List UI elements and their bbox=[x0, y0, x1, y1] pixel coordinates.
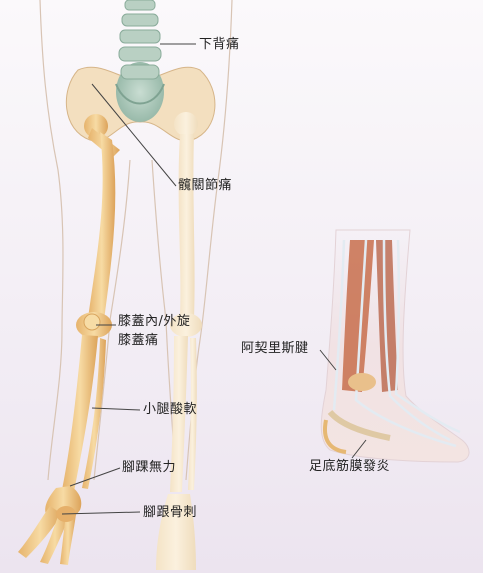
label-heel: 腳跟骨刺 bbox=[143, 505, 197, 520]
left-tibia-fibula bbox=[62, 335, 106, 492]
label-knee-line2: 膝蓋痛 bbox=[118, 333, 159, 348]
label-hip: 髖關節痛 bbox=[178, 178, 232, 193]
label-knee-line1: 膝蓋內/外旋 bbox=[118, 314, 190, 329]
label-ankle: 腳踝無力 bbox=[122, 460, 176, 475]
foot-detail-illustration bbox=[321, 230, 469, 462]
lumbar-spine bbox=[119, 0, 161, 79]
label-plantar: 足底筋膜發炎 bbox=[309, 459, 390, 474]
left-foot bbox=[18, 486, 81, 565]
label-calf: 小腿酸軟 bbox=[143, 402, 197, 417]
label-achilles: 阿契里斯腱 bbox=[241, 341, 309, 356]
label-lower-back: 下背痛 bbox=[199, 37, 240, 52]
